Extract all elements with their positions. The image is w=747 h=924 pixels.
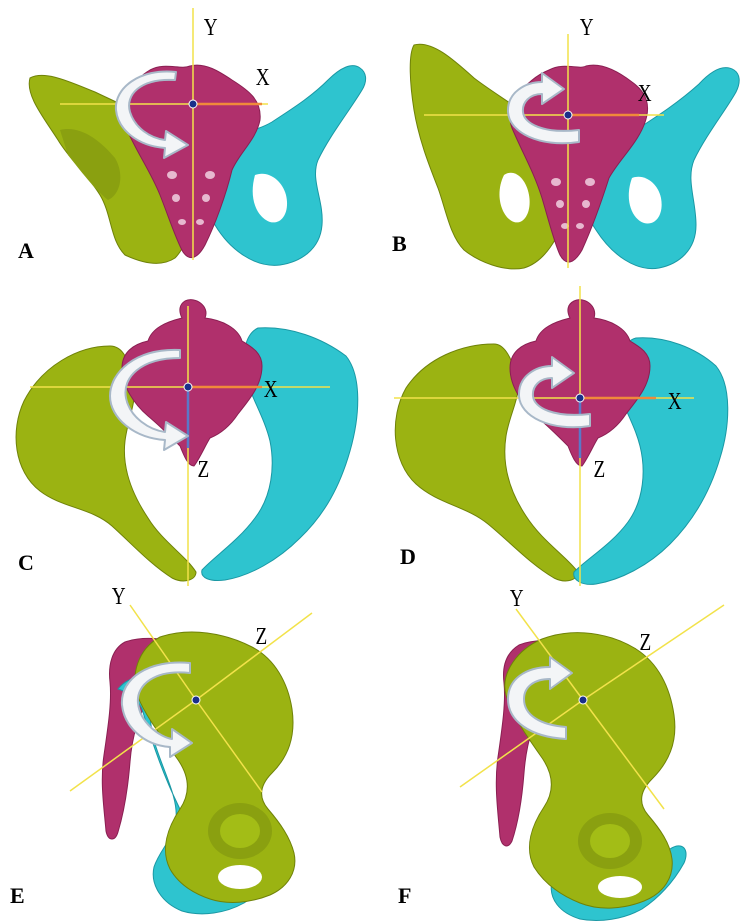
axis-label-y: Y bbox=[580, 16, 594, 40]
sacrum bbox=[122, 300, 262, 466]
panel-b: Y X B bbox=[374, 0, 747, 285]
pelvis-lateral-view-e bbox=[0, 587, 373, 924]
obturator-foramen bbox=[218, 865, 262, 889]
axis-label-z: Z bbox=[197, 458, 209, 482]
femoral-head-socket bbox=[590, 824, 630, 858]
pelvis-lateral-view-f bbox=[374, 587, 747, 924]
rotation-center-dot bbox=[192, 696, 200, 704]
panel-a: Y X A bbox=[0, 0, 373, 285]
panel-letter-d: D bbox=[400, 546, 416, 568]
rotation-center-dot bbox=[564, 111, 572, 119]
rotation-center-dot bbox=[576, 394, 584, 402]
panel-letter-a: A bbox=[18, 240, 34, 262]
panel-f: Y Z F bbox=[374, 587, 747, 924]
axis-label-y: Y bbox=[204, 16, 218, 40]
axis-label-y: Y bbox=[112, 587, 126, 609]
rotation-center-dot bbox=[189, 100, 197, 108]
rotation-center-dot bbox=[184, 383, 192, 391]
pelvis-anterior-view-b bbox=[374, 0, 747, 285]
femoral-head-socket bbox=[220, 814, 260, 848]
panel-d: X Z D bbox=[374, 286, 747, 586]
axis-label-x: X bbox=[668, 390, 682, 414]
axis-label-z: Z bbox=[593, 458, 605, 482]
panel-e: Y Z E bbox=[0, 587, 373, 924]
rotation-center-dot bbox=[579, 696, 587, 704]
axis-label-x: X bbox=[264, 378, 278, 402]
panel-c: X Z C bbox=[0, 286, 373, 586]
axis-label-z: Z bbox=[255, 625, 267, 649]
pelvis-anterior-view-a bbox=[0, 0, 373, 285]
pelvis-superior-view-d bbox=[374, 286, 747, 586]
axis-label-x: X bbox=[638, 82, 652, 106]
panel-letter-e: E bbox=[10, 885, 25, 907]
axis-label-y: Y bbox=[510, 587, 524, 611]
pelvis-superior-view-c bbox=[0, 286, 373, 586]
axis-label-x: X bbox=[256, 66, 270, 90]
panel-letter-c: C bbox=[18, 552, 34, 574]
axis-label-z: Z bbox=[639, 631, 651, 655]
panel-letter-f: F bbox=[398, 885, 411, 907]
panel-letter-b: B bbox=[392, 233, 407, 255]
obturator-foramen bbox=[598, 876, 642, 898]
